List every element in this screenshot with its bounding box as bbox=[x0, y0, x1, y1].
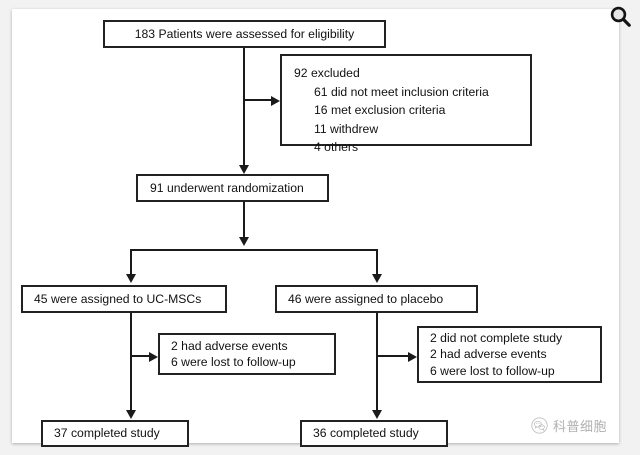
node-excluded-reason-3: 11 withdrew bbox=[314, 121, 379, 136]
node-excluded-reason-4: 4 others bbox=[314, 140, 359, 155]
node-completed-placebo: 36 completed study bbox=[300, 420, 448, 447]
node-excluded: 92 excluded 61 did not meet inclusion cr… bbox=[280, 54, 532, 154]
node-excluded-heading: 92 excluded bbox=[294, 66, 360, 80]
node-followup-ucmscs-line-2: 6 were lost to follow-up bbox=[171, 355, 296, 369]
search-icon[interactable] bbox=[606, 3, 634, 31]
connector-spine-to-followup-placebo bbox=[376, 355, 408, 357]
node-followup-placebo: 2 did not complete study 2 had adverse e… bbox=[417, 326, 602, 383]
node-completed-ucmscs-label: 37 completed study bbox=[54, 426, 160, 441]
node-followup-placebo-lines: 2 did not complete study 2 had adverse e… bbox=[430, 330, 600, 379]
node-allocation-ucmscs: 45 were assigned to UC-MSCs bbox=[21, 285, 227, 313]
connector-eligibility-to-randomization bbox=[243, 48, 245, 165]
node-followup-placebo-line-1: 2 did not complete study bbox=[430, 330, 563, 345]
node-randomization-label: 91 underwent randomization bbox=[150, 180, 304, 195]
node-allocation-ucmscs-label: 45 were assigned to UC-MSCs bbox=[34, 291, 202, 306]
node-followup-ucmscs-lines: 2 had adverse events 6 were lost to foll… bbox=[171, 338, 334, 371]
arrowhead-completed-ucmscs bbox=[126, 410, 136, 419]
node-excluded-reason-2: 16 met exclusion criteria bbox=[314, 103, 446, 118]
arrowhead-allocation-placebo bbox=[372, 274, 382, 283]
wechat-logo-icon bbox=[531, 417, 548, 434]
node-eligibility-label: 183 Patients were assessed for eligibili… bbox=[134, 26, 355, 41]
node-excluded-reason-1: 61 did not meet inclusion criteria bbox=[314, 84, 489, 99]
node-completed-placebo-label: 36 completed study bbox=[313, 426, 419, 441]
node-followup-ucmscs-line-1: 2 had adverse events bbox=[171, 338, 288, 353]
node-allocation-placebo-label: 46 were assigned to placebo bbox=[288, 291, 444, 306]
connector-allocation-to-completed-placebo bbox=[376, 313, 378, 411]
arrowhead-allocation-ucmscs bbox=[126, 274, 136, 283]
node-followup-placebo-line-2: 2 had adverse events bbox=[430, 347, 547, 362]
node-eligibility: 183 Patients were assessed for eligibili… bbox=[103, 20, 386, 48]
node-followup-placebo-line-3: 6 were lost to follow-up bbox=[430, 363, 555, 378]
arrowhead-followup-placebo bbox=[408, 352, 417, 362]
watermark: 科普细胞 bbox=[531, 416, 607, 435]
watermark-text: 科普细胞 bbox=[552, 419, 607, 434]
node-randomization: 91 underwent randomization bbox=[136, 174, 329, 202]
node-allocation-placebo: 46 were assigned to placebo bbox=[275, 285, 478, 313]
arrowhead-followup-ucmscs bbox=[149, 352, 158, 362]
node-completed-ucmscs: 37 completed study bbox=[41, 420, 189, 447]
connector-spine-to-followup-ucmscs bbox=[130, 355, 149, 357]
connector-allocation-to-completed-ucmscs bbox=[130, 313, 132, 411]
figure-panel: 183 Patients were assessed for eligibili… bbox=[12, 9, 619, 447]
node-followup-ucmscs: 2 had adverse events 6 were lost to foll… bbox=[158, 333, 336, 375]
arrowhead-split bbox=[239, 237, 249, 246]
arrowhead-excluded bbox=[271, 96, 280, 106]
node-excluded-lines: 92 excluded 61 did not meet inclusion cr… bbox=[294, 64, 530, 157]
connector-spine-to-excluded bbox=[243, 99, 271, 101]
arrowhead-completed-placebo bbox=[372, 410, 382, 419]
connector-split-bar bbox=[130, 249, 378, 251]
consort-flow-diagram: 183 Patients were assessed for eligibili… bbox=[12, 9, 619, 447]
connector-split-to-allocation-placebo bbox=[376, 249, 378, 276]
connector-randomization-to-split bbox=[243, 202, 245, 244]
connector-split-to-allocation-ucmscs bbox=[130, 249, 132, 276]
arrowhead-randomization bbox=[239, 165, 249, 174]
